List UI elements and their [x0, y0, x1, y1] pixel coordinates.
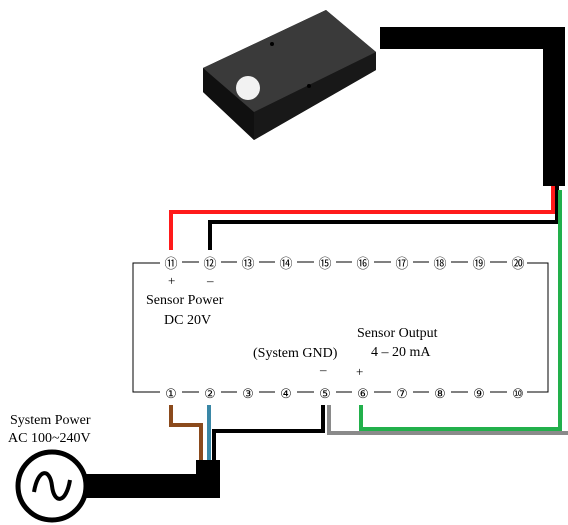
sensor-power-spec: DC 20V	[164, 313, 211, 328]
sensor-device	[203, 10, 376, 140]
system-gnd-minus: –	[319, 362, 327, 377]
sensor-power-minus: –	[206, 273, 214, 288]
sensor-output-plus: +	[356, 364, 363, 379]
sensor-output-spec: 4 – 20 mA	[371, 345, 431, 360]
terminal-top-6[interactable]: ⑯	[356, 257, 369, 272]
terminal-bottom-5[interactable]: ⑤	[319, 387, 331, 402]
brown-wire	[169, 405, 203, 462]
terminal-bottom-1[interactable]: ①	[165, 387, 177, 402]
terminal-bottom-10[interactable]: ⑩	[512, 387, 524, 402]
terminal-top-4[interactable]: ⑭	[279, 257, 292, 272]
power-plug	[196, 460, 220, 498]
black-sensor-wire	[208, 186, 559, 250]
green-wire	[359, 190, 562, 431]
system-power-spec: AC 100~240V	[8, 431, 91, 446]
sensor-output-title: Sensor Output	[357, 326, 438, 341]
terminal-top-8[interactable]: ⑱	[433, 257, 446, 272]
top-terminal-row: ⑪ ⑫ ⑬ ⑭ ⑮ ⑯ ⑰ ⑱ ⑲ ⑳	[164, 257, 524, 272]
sensor-power-plus: +	[168, 273, 175, 288]
terminal-block-outline	[132, 262, 549, 393]
sensor-lens	[236, 76, 260, 100]
sensor-cable	[380, 27, 565, 186]
terminal-top-7[interactable]: ⑰	[395, 257, 408, 272]
terminal-top-10[interactable]: ⑳	[511, 257, 524, 272]
terminal-bottom-2[interactable]: ②	[204, 387, 216, 402]
terminal-bottom-7[interactable]: ⑦	[396, 387, 408, 402]
terminal-bottom-9[interactable]: ⑨	[473, 387, 485, 402]
system-gnd-label: (System GND)	[253, 346, 338, 361]
bottom-terminal-row: ① ② ③ ④ ⑤ ⑥ ⑦ ⑧ ⑨ ⑩	[165, 387, 524, 402]
terminal-top-5[interactable]: ⑮	[318, 257, 331, 272]
red-wire	[169, 186, 555, 250]
black-ground-wire	[212, 405, 325, 462]
terminal-top-3[interactable]: ⑬	[241, 257, 254, 272]
terminal-top-1[interactable]: ⑪	[164, 257, 177, 272]
terminal-bottom-4[interactable]: ④	[280, 387, 292, 402]
terminal-bottom-3[interactable]: ③	[242, 387, 254, 402]
gray-wire	[327, 405, 568, 435]
terminal-bottom-8[interactable]: ⑧	[434, 387, 446, 402]
ac-source-icon	[15, 449, 89, 523]
system-power-title: System Power	[10, 413, 91, 428]
terminal-top-2[interactable]: ⑫	[203, 257, 216, 272]
terminal-bottom-6[interactable]: ⑥	[357, 387, 369, 402]
terminal-top-9[interactable]: ⑲	[472, 257, 485, 272]
sensor-power-title: Sensor Power	[146, 293, 224, 308]
